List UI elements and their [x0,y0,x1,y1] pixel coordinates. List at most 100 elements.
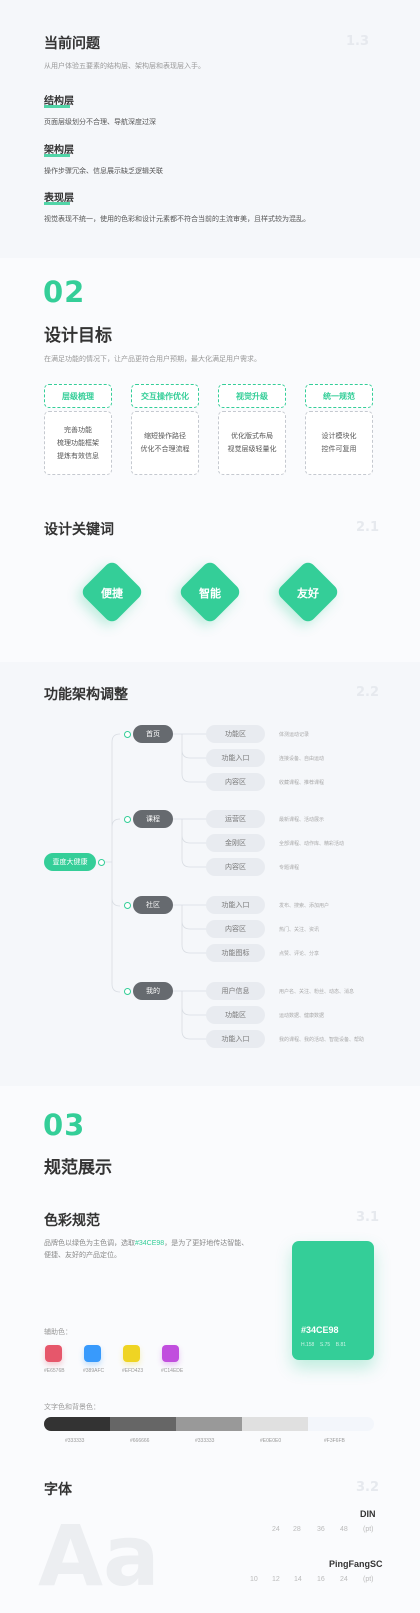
tree-node-dot [124,902,131,909]
section-number: 1.3 [346,34,370,49]
tree-leaf: 内容区 [206,858,265,876]
highlight-hex: #34CE98 [135,1240,165,1247]
goal-card-title: 统一规范 [305,384,373,408]
tree-leaf-desc: 发布、搜索、添加用户 [279,903,330,909]
tree-leaf: 功能区 [206,1006,265,1024]
tree-leaf-desc: 连接设备、自由运动 [279,756,325,762]
current-problems-section: 当前问题 1.3 从用户体验五要素的结构层、架构层和表现层入手。 结构层 页面层… [0,0,420,258]
aux-hex: #E6576B [44,1368,65,1374]
tree-leaf: 功能图标 [206,944,265,962]
chapter-title: 规范展示 [44,1158,112,1177]
font-size-label: 14 [294,1576,302,1583]
layer-title: 架构层 [44,145,74,156]
keyword-label: 智能 [199,588,221,600]
layer-structure: 结构层 页面层级划分不合理、导航深度过深 [44,91,156,127]
layer-architecture: 架构层 操作步骤冗余、信息展示缺乏逻辑关联 [44,140,163,176]
font-size-label: 24 [340,1576,348,1583]
architecture-section: 功能架构调整 2.2 壹度大健康 首页 功能区 体测运动记录 功能入口 连接设备… [0,662,420,1086]
font-size-label: 24 [272,1526,280,1533]
font-size-unit: (pt) [363,1576,374,1583]
goal-card-body: 完善功能 梳理功能框架 提炼有效信息 [44,411,112,475]
fonts-title: 字体 [44,1481,72,1497]
architecture-title: 功能架构调整 [44,686,128,702]
font-name-pingfang: PingFangSC [329,1559,383,1569]
keyword-label: 便捷 [101,588,123,600]
tree-leaf-desc: 用户名、关注、粉丝、动态、消息 [279,989,355,995]
text-color-segment [176,1417,242,1431]
spec-section: 03 规范展示 色彩规范 3.1 品牌色以绿色为主色调，选取#34CE98，是为… [0,1086,420,1613]
text-color-bar [44,1417,374,1431]
colors-number: 3.1 [356,1210,380,1225]
tree-leaf: 金刚区 [206,834,265,852]
tree-leaf-desc: 体测运动记录 [279,732,310,738]
tree-leaf: 功能区 [206,725,265,743]
tree-node-dot [124,731,131,738]
font-size-label: 28 [293,1526,301,1533]
tree-leaf: 内容区 [206,773,265,791]
tree-branch: 我的 [133,982,173,1000]
font-name-din: DIN [360,1509,376,1519]
tree-connectors [104,733,210,1040]
keyword-label: 友好 [297,588,319,600]
font-size-label: 48 [340,1526,348,1533]
aux-label: 辅助色： [44,1329,72,1336]
fonts-number: 3.2 [356,1480,380,1495]
aux-swatch-red [45,1345,62,1362]
design-goals-section: 02 设计目标 在满足功能的情况下，让产品更符合用户预期，最大化满足用户需求。 … [0,258,420,662]
goal-card-body: 设计模块化 控件可复用 [305,411,373,475]
text-color-hex: #333333 [195,1438,215,1444]
text-color-segment [110,1417,176,1431]
main-color-card: #34CE98 H.158 S.75 B.81 [292,1241,374,1360]
tree-root: 壹度大健康 [44,853,96,871]
tree-leaf: 内容区 [206,920,265,938]
tree-node-dot [124,816,131,823]
tree-leaf-desc: 收藏课程、推荐课程 [279,780,325,786]
text-color-hex: #333333 [65,1438,85,1444]
tree-leaf: 功能入口 [206,749,265,767]
tree-branch: 课程 [133,810,173,828]
text-color-hex: #666666 [130,1438,150,1444]
section-intro: 从用户体验五要素的结构层、架构层和表现层入手。 [44,63,205,70]
aux-hex: #C14EDE [161,1368,184,1374]
layer-title: 表现层 [44,193,74,204]
keywords-number: 2.1 [356,520,380,535]
font-size-label: 16 [317,1576,325,1583]
main-color-hsb: H.158 S.75 B.81 [301,1342,347,1348]
goal-card-title: 层级梳理 [44,384,112,408]
aux-swatch-blue [84,1345,101,1362]
font-size-unit: (pt) [363,1526,374,1533]
chapter-title: 设计目标 [44,326,112,345]
main-color-hex: #34CE98 [301,1325,339,1335]
layer-presentation: 表现层 视觉表现不统一，使用的色彩和设计元素都不符合当前的主流审美，且样式较为混… [44,188,310,224]
font-size-label: 12 [272,1576,280,1583]
tree-leaf-desc: 最新课程、活动展示 [279,817,325,823]
goal-card-body: 优化版式布局 视觉层级轻量化 [218,411,286,475]
aux-swatch-yellow [123,1345,140,1362]
text-color-segment [44,1417,110,1431]
tree-leaf: 用户信息 [206,982,265,1000]
section-title: 当前问题 [44,35,100,51]
tree-node-dot [98,859,105,866]
tree-leaf: 功能入口 [206,896,265,914]
layer-desc: 操作步骤冗余、信息展示缺乏逻辑关联 [44,168,163,175]
font-size-label: 36 [317,1526,325,1533]
goal-card-body: 缩短操作路径 优化不合理流程 [131,411,199,475]
text-color-label: 文字色和背景色： [44,1404,100,1411]
goal-card-title: 交互操作优化 [131,384,199,408]
font-size-label: 10 [250,1576,258,1583]
aux-hex: #389AFC [83,1368,105,1374]
tree-leaf-desc: 我的课程、我的活动、智能设备、帮助 [279,1037,365,1043]
goal-card-title: 视觉升级 [218,384,286,408]
tree-leaf: 运营区 [206,810,265,828]
tree-leaf-desc: 专题课程 [279,865,300,871]
tree-branch: 首页 [133,725,173,743]
aux-hex: #EFD423 [122,1368,144,1374]
tree-node-dot [124,988,131,995]
text-color-hex: #E0E0E0 [260,1438,282,1444]
font-sample: Aa [38,1507,160,1605]
layer-desc: 视觉表现不统一，使用的色彩和设计元素都不符合当前的主流审美，且样式较为混乱。 [44,216,310,223]
tree-leaf-desc: 全部课程、动作库、精彩活动 [279,841,345,847]
colors-intro: 品牌色以绿色为主色调，选取#34CE98，是为了更好地传达智能、 便捷、友好的产… [44,1240,249,1259]
layer-title: 结构层 [44,96,74,107]
text-color-hex: #F3F6FB [324,1438,345,1444]
